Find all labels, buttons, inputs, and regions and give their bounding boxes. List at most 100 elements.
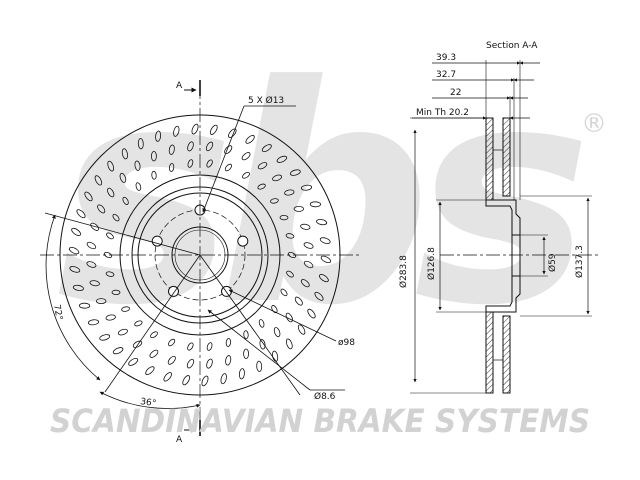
vent-hole [151, 170, 157, 180]
vent-hole [134, 160, 141, 171]
vent-hole [205, 141, 214, 152]
vent-hole [168, 338, 176, 347]
vent-hole [107, 187, 115, 198]
vent-hole [320, 255, 332, 264]
vent-hole [150, 150, 157, 162]
vent-hole [150, 331, 158, 339]
vent-hole [289, 169, 301, 176]
vent-hole [168, 163, 175, 172]
angle-72-label: 72° [51, 304, 64, 321]
vent-hole [186, 358, 195, 369]
vent-hole [259, 339, 266, 350]
vent-hole [206, 358, 213, 369]
vent-hole [224, 163, 232, 172]
vent-hole [314, 291, 324, 301]
vent-hole [112, 213, 120, 222]
outer-friction-plate-bottom [485, 311, 494, 394]
vent-hole [273, 327, 281, 338]
inner-friction-plate-bottom [502, 315, 511, 394]
vent-hole [261, 144, 272, 153]
vent-hole [182, 375, 191, 386]
vent-hole [286, 270, 294, 278]
vent-hole [270, 198, 279, 204]
vent-hole [285, 312, 293, 323]
vent-hole [107, 160, 115, 172]
dim-label-59: Ø59 [547, 253, 558, 272]
dim-label-137-3: Ø137.3 [574, 245, 585, 278]
section-view-labels: Section A-A 39.3 32.7 22 Min Th 20.2 Ø28… [398, 41, 585, 288]
vent-hole [117, 328, 128, 336]
vent-hole [243, 330, 249, 340]
vent-hole [111, 289, 121, 296]
disc-section-view [410, 60, 600, 394]
hat-profile-top [485, 199, 521, 235]
vent-hole [149, 349, 159, 358]
dim-label-283-8: Ø283.8 [398, 255, 409, 288]
vent-hole [287, 251, 297, 259]
section-marker-top-label: A [176, 81, 183, 91]
hat-profile-bottom [485, 276, 521, 313]
vent-hole [280, 288, 288, 297]
pcd-callout: ø98 [338, 338, 355, 348]
vent-hole [84, 191, 93, 202]
vent-hole [256, 360, 263, 372]
vent-hole [145, 366, 155, 375]
vent-hole [206, 159, 213, 168]
vent-hole [241, 152, 251, 161]
vent-hole [97, 204, 106, 214]
vent-hole [103, 251, 113, 259]
vent-hole [187, 159, 194, 168]
vent-hole [316, 219, 328, 226]
vent-hole [122, 196, 129, 205]
pcd-leader [228, 289, 337, 342]
vent-hole [243, 348, 250, 359]
vent-hole [167, 355, 176, 365]
inner-friction-plate-top [502, 117, 511, 197]
dim-label-39-3: 39.3 [436, 53, 456, 63]
angle-72-arc [45, 214, 101, 381]
vent-hole [105, 271, 115, 277]
section-marker-bottom-label: A [176, 435, 183, 445]
vent-hole [206, 342, 213, 351]
vent-hole [276, 155, 288, 163]
dim-label-32-7: 32.7 [436, 70, 456, 80]
outer-friction-plate-top [485, 117, 494, 201]
angle-ref-line-2 [104, 254, 201, 393]
vent-hole [201, 375, 209, 387]
vent-hole [319, 274, 329, 283]
vent-hole [238, 368, 245, 380]
vent-hole [294, 296, 303, 306]
registered-mark: ® [581, 109, 607, 139]
vent-hole [119, 172, 127, 183]
angle-36-label: 36° [140, 397, 157, 409]
vent-hole [168, 144, 175, 155]
vent-hole [155, 130, 162, 142]
bolt-hole [221, 285, 232, 297]
vent-hole [285, 338, 293, 350]
vent-hole [105, 314, 116, 321]
vent-hole [128, 357, 139, 366]
vent-hole [224, 145, 233, 155]
dim-label-126-8: Ø126.8 [426, 247, 437, 280]
front-view-labels: A A 5 X Ø13 ø98 Ø8.6 72° 36° [51, 81, 355, 445]
bolt-hole [237, 235, 249, 247]
vent-hole [187, 141, 194, 152]
vent-hole [135, 182, 142, 191]
hole-size-callout: Ø8.6 [314, 391, 336, 402]
vent-hole [228, 128, 237, 138]
vent-hole [285, 233, 295, 239]
vent-hole [121, 148, 128, 160]
bolt-hole [151, 235, 163, 247]
section-title: Section A-A [486, 41, 538, 51]
hole-callout-leader [207, 309, 311, 391]
angle-ref-line-3 [199, 254, 301, 396]
vent-hole [225, 355, 232, 366]
vent-hole [112, 347, 124, 355]
vent-hole [307, 308, 316, 319]
vent-hole [245, 135, 255, 144]
vent-hole [257, 183, 266, 190]
vent-hole [293, 205, 304, 212]
vent-hole [220, 373, 227, 385]
vent-hole [279, 214, 289, 221]
